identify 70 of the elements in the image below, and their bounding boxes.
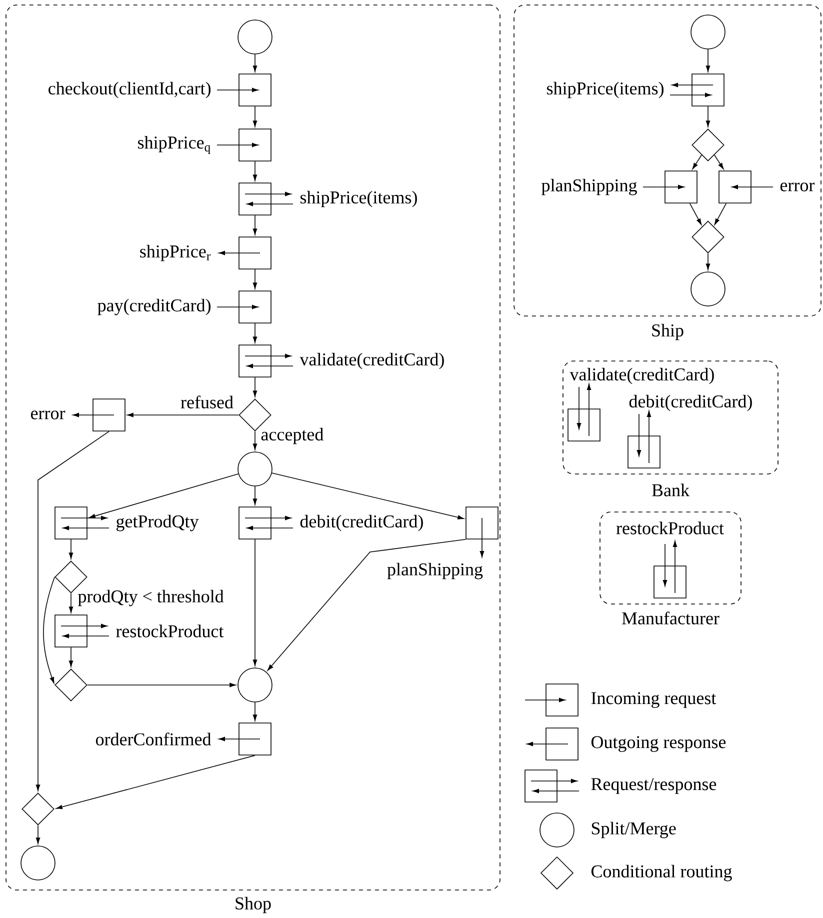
- message-label: shipPrice(items): [547, 82, 664, 98]
- message-label: orderConfirmed: [96, 732, 212, 746]
- arrow: [252, 269, 258, 289]
- arrow: [689, 203, 702, 225]
- message-label: error: [780, 182, 815, 192]
- split-merge-circle: [238, 452, 272, 486]
- edge-label: prodQty < threshold: [76, 588, 226, 608]
- message-label: restockProduct: [616, 522, 724, 534]
- message-label: error: [31, 410, 66, 420]
- arrow: [267, 539, 466, 671]
- arrow: [252, 702, 258, 721]
- legend-label: Outgoing response: [591, 736, 726, 752]
- split-merge-circle: [690, 272, 726, 306]
- legend-label: Conditional routing: [591, 864, 732, 882]
- arrow: [252, 215, 258, 235]
- arrow: [56, 755, 256, 810]
- message-label: debit(creditCard): [629, 394, 752, 412]
- message-label: planShipping: [387, 562, 483, 580]
- arrow: [252, 539, 258, 666]
- arrow: [89, 474, 239, 518]
- arrow: [127, 412, 239, 418]
- arrow: [706, 253, 710, 270]
- arrow: [36, 431, 110, 791]
- edge-label: refused: [179, 394, 235, 410]
- routing-diamond: [692, 128, 724, 162]
- split-merge-circle: [238, 668, 272, 702]
- message-label: shipPrice(items): [300, 190, 417, 208]
- arrow: [706, 106, 710, 127]
- lane-title: Manufacturer: [622, 612, 720, 624]
- arrow: [252, 161, 258, 181]
- message-label: checkout(clientId,cart): [48, 82, 210, 98]
- message-label: validate(creditCard): [570, 368, 714, 384]
- lane-title: Ship: [652, 324, 684, 340]
- routing-diamond: [54, 668, 88, 702]
- arrow: [252, 431, 258, 450]
- split-merge-circle: [238, 20, 272, 54]
- routing-diamond: [22, 792, 54, 826]
- arrow: [87, 682, 236, 688]
- arrow: [692, 154, 702, 170]
- edge-label: accepted: [259, 426, 325, 446]
- arrow: [252, 106, 258, 127]
- split-merge-circle: [690, 14, 726, 50]
- message-label: pay(creditCard): [98, 298, 210, 316]
- arrow: [68, 539, 74, 559]
- legend-label: Request/response: [591, 778, 716, 794]
- arrow: [706, 49, 710, 72]
- message-label: debit(creditCard): [300, 514, 423, 532]
- message-label: shipPrice$_{q}$: [138, 136, 210, 154]
- legend-label: Incoming request: [591, 692, 716, 708]
- message-label: planShipping: [542, 178, 637, 196]
- message-label: restockProduct: [116, 624, 224, 638]
- lane-title: Bank: [652, 484, 690, 496]
- arrow: [68, 647, 74, 667]
- routing-diamond: [692, 220, 724, 254]
- arrow: [252, 486, 258, 505]
- arrow: [252, 323, 258, 343]
- split-merge-circle: [20, 846, 56, 880]
- message-label: shipPrice$_{r}$: [140, 244, 210, 262]
- arrow: [252, 54, 258, 72]
- arrow: [68, 593, 74, 613]
- message-label: validate(creditCard): [300, 352, 444, 370]
- arrow: [272, 472, 464, 520]
- lane-title: Shop: [236, 896, 271, 914]
- arrow: [714, 154, 724, 170]
- arrow: [714, 203, 727, 225]
- legend-label: Split/Merge: [592, 822, 676, 838]
- arrow: [36, 825, 40, 844]
- arrow: [43, 576, 55, 684]
- message-label: getProdQty: [116, 514, 199, 532]
- arrow: [252, 377, 258, 397]
